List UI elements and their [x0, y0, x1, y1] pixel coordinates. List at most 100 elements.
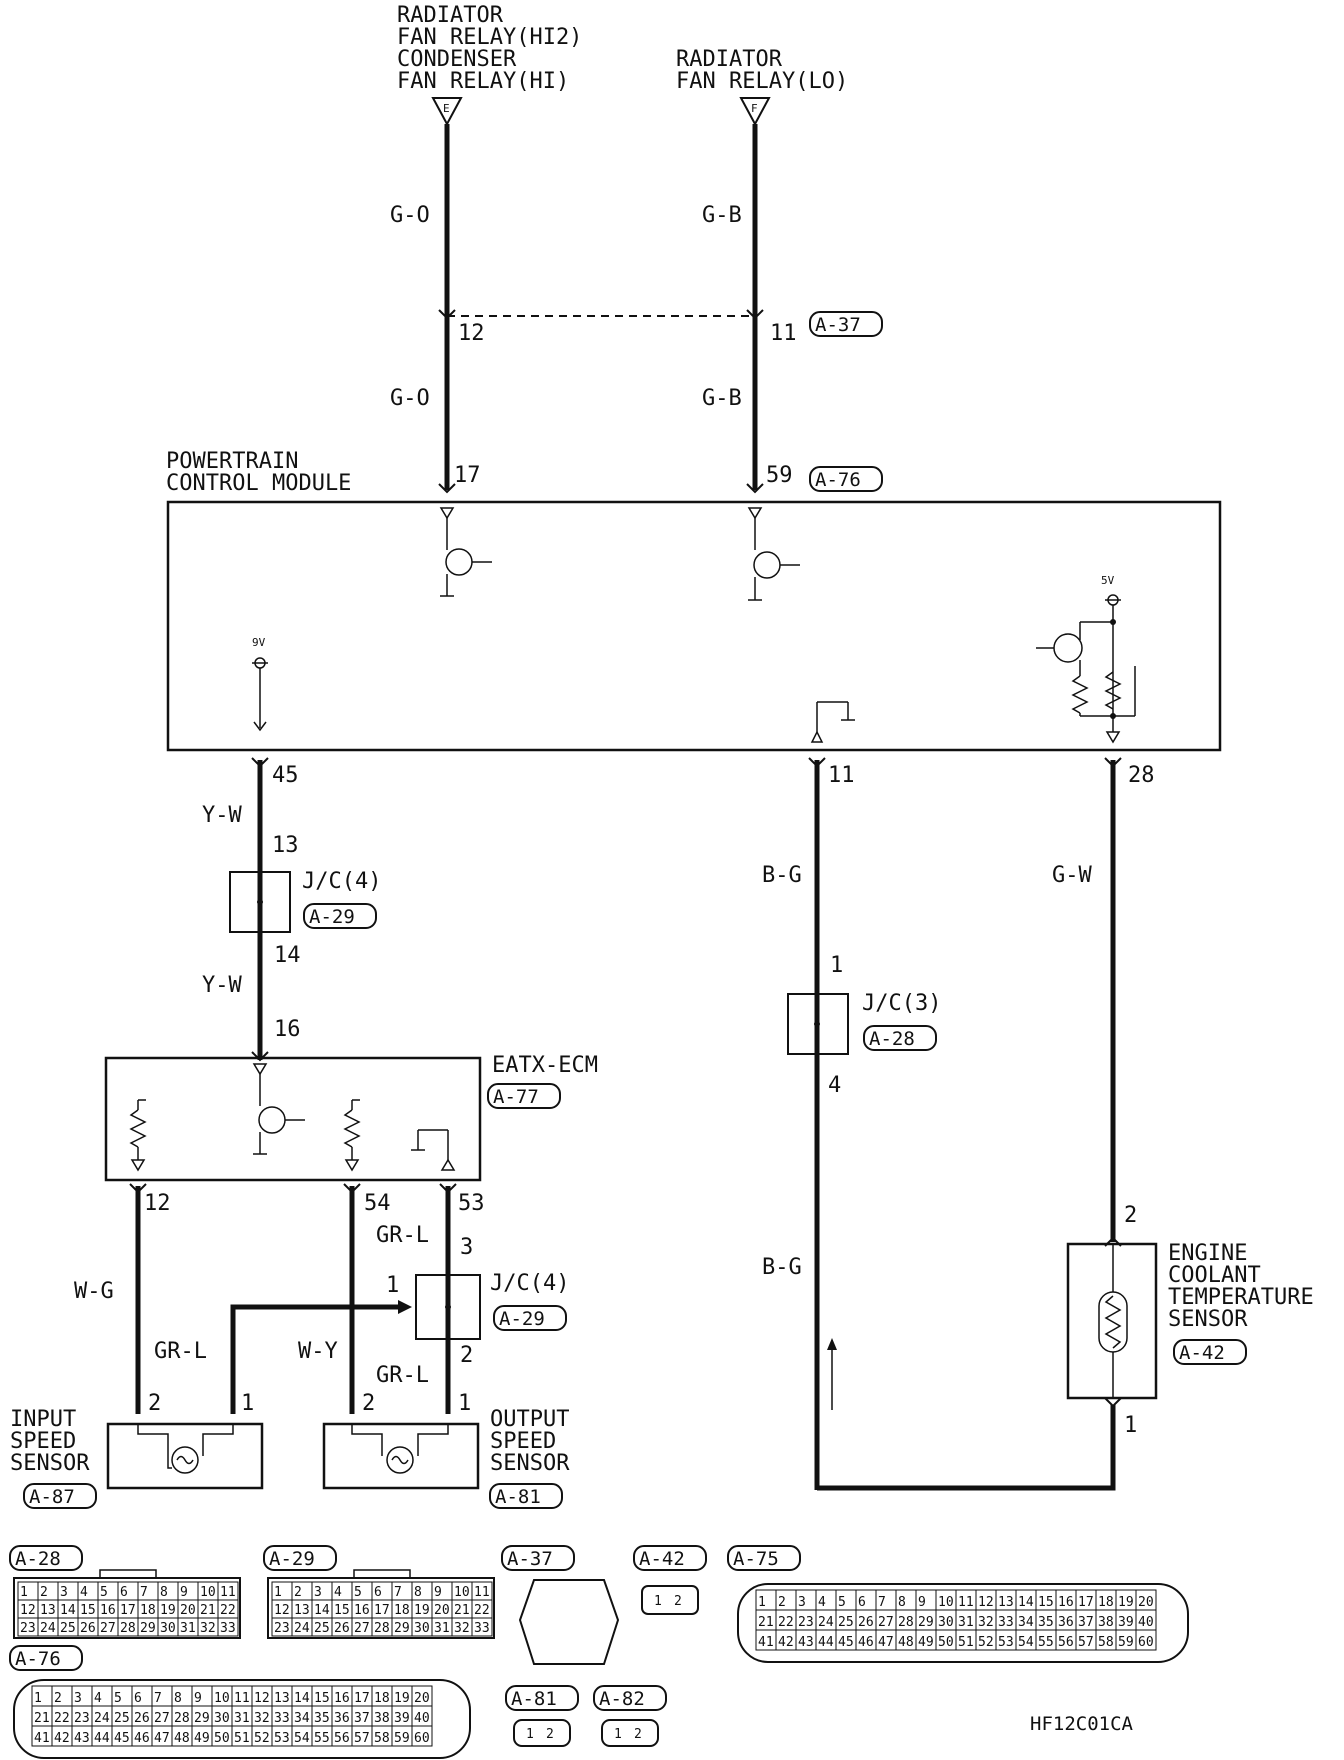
connector-face-a75-pins-pin-number: 59	[1118, 1635, 1134, 1650]
connector-face-a76-pins-pin-number: 38	[374, 1711, 390, 1726]
connector-face-a42-pin-1: 1	[654, 1594, 662, 1609]
connector-face-a29-pins-pin-number: 30	[414, 1621, 430, 1636]
connector-face-a75-pins-pin-number: 10	[938, 1595, 954, 1610]
connector-face-a28-tag: A-28	[15, 1548, 61, 1570]
jc4-upper-tag-box	[303, 903, 377, 929]
connector-face-a42-pin-2: 2	[674, 1594, 682, 1609]
connector-face-a76-pins-pin-number: 60	[414, 1731, 430, 1746]
connector-face-a76-pins-pin-number: 35	[314, 1711, 330, 1726]
connector-face-a76-pins-pin-number: 4	[94, 1691, 102, 1706]
connector-face-a29-pins-cell	[471, 1617, 493, 1637]
wire-label-w-y: W-Y	[298, 1339, 338, 1364]
connector-face-a75-pins-pin-number: 24	[818, 1615, 834, 1630]
connector-face-a75-pins-pin-number: 43	[798, 1635, 814, 1650]
connector-face-a75-pins-pin-number: 19	[1118, 1595, 1134, 1610]
input-sensor-pin-1: 1	[241, 1391, 254, 1416]
connector-face-a75-pins-pin-number: 2	[778, 1595, 786, 1610]
connector-face-a76-pins-pin-number: 30	[214, 1711, 230, 1726]
input-sensor-tag: A-87	[29, 1486, 75, 1508]
connector-face-a76-pins-pin-number: 20	[414, 1691, 430, 1706]
output-sensor-line-3: SENSOR	[490, 1451, 570, 1476]
pcm-tag-box	[809, 466, 883, 492]
ect-sensor-tag-box	[1173, 1339, 1247, 1365]
connector-face-a75-pins-pin-number: 12	[978, 1595, 994, 1610]
connector-face-a76-pins-pin-number: 40	[414, 1711, 430, 1726]
connector-face-a28-pins-pin-number: 14	[60, 1603, 76, 1618]
connector-face-a75-pins-pin-number: 60	[1138, 1635, 1154, 1650]
connector-face-a75-pins-pin-number: 32	[978, 1615, 994, 1630]
engine-coolant-temperature-sensor: 2 1 ENGINE COOLANT TEMPERATURE SENSOR A-…	[1066, 1203, 1314, 1438]
eatx-pin-53: 53	[458, 1191, 485, 1216]
connector-face-a75-pins-pin-number: 6	[858, 1595, 866, 1610]
connector-face-a28-pins-pin-number: 32	[200, 1621, 216, 1636]
wire-gr-l-input	[230, 1304, 404, 1414]
connector-face-a28-pins-pin-number: 16	[100, 1603, 116, 1618]
connector-face-a76-pins-pin-number: 43	[74, 1731, 90, 1746]
connector-face-a82-tag: A-82	[599, 1688, 645, 1710]
output-sensor-box	[322, 1422, 480, 1490]
wire-label-w-g: W-G	[74, 1279, 114, 1304]
connector-face-a75-pins-pin-number: 3	[798, 1595, 806, 1610]
connector-face-a76-pins-cell	[411, 1725, 433, 1747]
connector-face-a28-pins-pin-number: 2	[40, 1585, 48, 1600]
connector-face-a28-pins-pin-number: 20	[180, 1603, 196, 1618]
connector-a37-right-pin: 11	[770, 321, 797, 346]
ect-sensor-line-3: TEMPERATURE	[1168, 1285, 1314, 1310]
connector-face-a75-pins-pin-number: 52	[978, 1635, 994, 1650]
connector-face-a29-pins-pin-number: 27	[354, 1621, 370, 1636]
connector-face-a29-pins-pin-number: 26	[334, 1621, 350, 1636]
connector-face-a29-pins-pin-number: 3	[314, 1585, 322, 1600]
connector-face-a28-pins-pin-number: 6	[120, 1585, 128, 1600]
connector-face-a29-pins-pin-number: 22	[474, 1603, 490, 1618]
ect-sensor-pin-2: 2	[1124, 1203, 1137, 1228]
connector-face-a76-pins-pin-number: 7	[154, 1691, 162, 1706]
connector-face-a76-pins-pin-number: 58	[374, 1731, 390, 1746]
connector-face-a75-pins-pin-number: 28	[898, 1615, 914, 1630]
connector-face-a75-body	[737, 1583, 1189, 1663]
connector-face-a28-pins-pin-number: 29	[140, 1621, 156, 1636]
connector-face-a28-pins-pin-number: 12	[20, 1603, 36, 1618]
ect-sensor-line-1: ENGINE	[1168, 1241, 1247, 1266]
connector-face-a28-pins-pin-number: 8	[160, 1585, 168, 1600]
eatx-tag-box	[487, 1083, 561, 1109]
source-left-line-3: CONDENSER	[397, 47, 517, 72]
connector-face-a81-pin-1: 1	[526, 1727, 534, 1742]
wire-label-g-o-upper: G-O	[390, 203, 430, 228]
pcm-pin-45: 45	[272, 763, 299, 788]
pcm-tag: A-76	[815, 469, 861, 491]
wire-label-g-o-lower: G-O	[390, 386, 430, 411]
eatx-title: EATX-ECM	[492, 1053, 598, 1078]
connector-face-a76-pins-pin-number: 52	[254, 1731, 270, 1746]
connector-face-a29-pins-pin-number: 13	[294, 1603, 310, 1618]
input-sensor-line-2: SPEED	[10, 1429, 76, 1454]
eatx-pin-54: 54	[364, 1191, 391, 1216]
pcm-pin-11: 11	[828, 763, 855, 788]
connector-face-a76-pins-pin-number: 46	[134, 1731, 150, 1746]
connector-face-a29-pins-pin-number: 11	[474, 1585, 490, 1600]
connector-face-a42-tag: A-42	[639, 1548, 685, 1570]
connector-face-a75-tag: A-75	[733, 1548, 779, 1570]
connector-face-a76-pins-pin-number: 12	[254, 1691, 270, 1706]
connector-face-a75-pins-pin-number: 1	[758, 1595, 766, 1610]
connector-face-a76-pins-pin-number: 24	[94, 1711, 110, 1726]
connector-face-a28-pins-pin-number: 30	[160, 1621, 176, 1636]
output-sensor-tag-box	[489, 1483, 563, 1509]
jc3-tag-box	[863, 1025, 937, 1051]
connector-face-a75-pins-pin-number: 29	[918, 1615, 934, 1630]
diagram-code: HF12C01CA	[1030, 1713, 1134, 1735]
connector-face-a76-pins-pin-number: 32	[254, 1711, 270, 1726]
connector-face-a29-pins-pin-number: 20	[434, 1603, 450, 1618]
connector-face-a76: A-76	[9, 1645, 471, 1759]
pcm-ground-11	[810, 701, 855, 743]
eatx-box	[104, 1056, 482, 1182]
output-sensor-line-2: SPEED	[490, 1429, 556, 1454]
connector-a37-tag: A-37	[815, 314, 861, 336]
connector-face-a81: A-81 1 2	[505, 1685, 579, 1747]
wire-label-y-w-lower: Y-W	[202, 973, 242, 998]
connector-face-a29-pins-pin-number: 23	[274, 1621, 290, 1636]
connector-face-a28-pins-pin-number: 4	[80, 1585, 88, 1600]
input-speed-sensor: 2 1 INPUT SPEED SENSOR A-87	[10, 1391, 264, 1509]
connector-face-a75-pins-pin-number: 54	[1018, 1635, 1034, 1650]
pcm-title-line-1: POWERTRAIN	[166, 449, 298, 474]
connector-face-a75-pins-pin-number: 58	[1098, 1635, 1114, 1650]
